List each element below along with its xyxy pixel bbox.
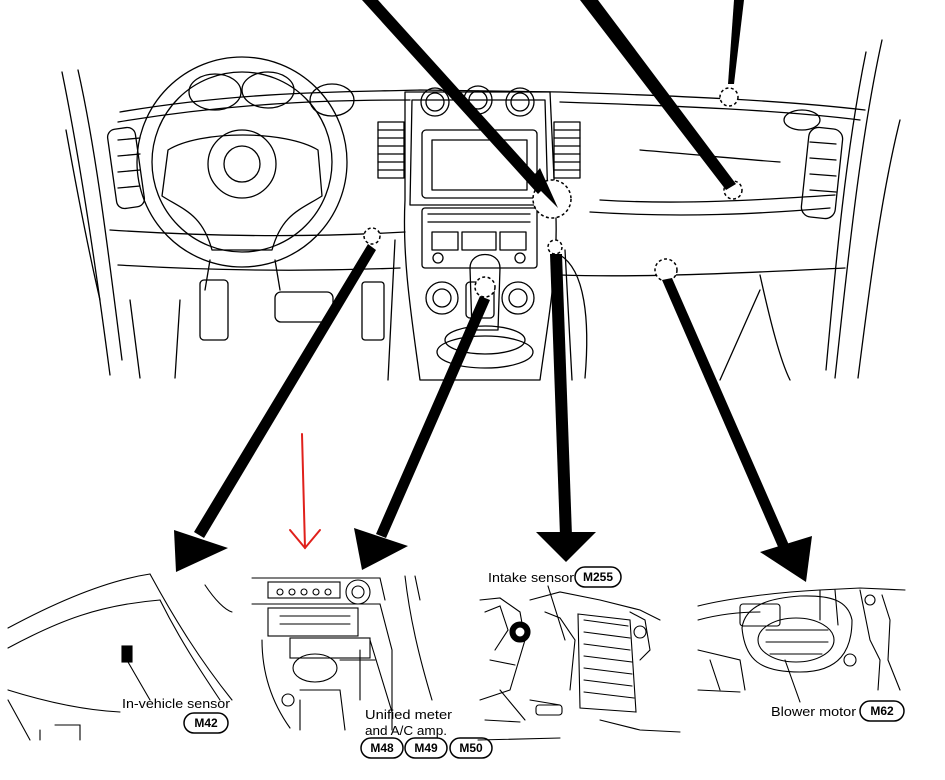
inset-in-vehicle-sensor [7,573,233,741]
display-screen [421,129,538,199]
arrow-top-middle [580,0,736,190]
connector-badge-m49: M49 [404,737,448,759]
arrow-unified-meter [376,296,490,538]
marker-top-far-right [719,87,739,107]
connector-badge-m42: M42 [183,712,229,734]
arrow-top-left [362,0,546,194]
steering-wheel-rim [136,56,348,268]
connector-badge-m50: M50 [449,737,493,759]
svg-text:M48: M48 [370,741,394,755]
annotation-red-arrow [289,433,321,550]
svg-text:M42: M42 [194,716,218,730]
callout-arrows [174,0,812,582]
arrow-top-right [728,0,744,84]
label-unified-meter-line1: Unified meter [365,707,453,722]
steering-hub [207,129,277,199]
svg-text:M255: M255 [583,570,613,584]
connector-badge-m48: M48 [360,737,404,759]
arrow-blower-motor [662,278,792,556]
marker-blower-motor [654,258,678,282]
label-intake-sensor: Intake sensor [488,570,575,585]
label-blower-motor: Blower motor [771,704,857,719]
audio-unit [421,207,538,269]
svg-text:M50: M50 [459,741,483,755]
label-unified-meter-line2: and A/C amp. [365,723,447,738]
svg-text:M62: M62 [870,704,894,718]
dashboard-overview [61,39,901,381]
arrow-in-vehicle [194,244,376,538]
evaporator-core [577,613,637,713]
marker-in-vehicle-sensor [363,227,381,245]
climate-knob-right [501,281,535,315]
inset-blower-motor [697,587,906,703]
connector-badge-m62: M62 [859,700,905,722]
climate-knob-left [425,281,459,315]
svg-text:M49: M49 [414,741,438,755]
marker-intake-sensor [547,239,563,255]
marker-unified-meter [474,276,496,298]
center-stack [403,91,557,381]
label-in-vehicle-sensor: In-vehicle sensor [122,696,231,711]
inset-unified-meter [251,575,433,731]
connector-badge-m255: M255 [574,566,622,588]
blower-housing [741,595,853,673]
shift-lever [469,254,501,331]
in-vehicle-sensor-part [121,645,133,663]
arrow-intake-sensor [550,254,572,536]
inset-intake-sensor [477,585,681,741]
